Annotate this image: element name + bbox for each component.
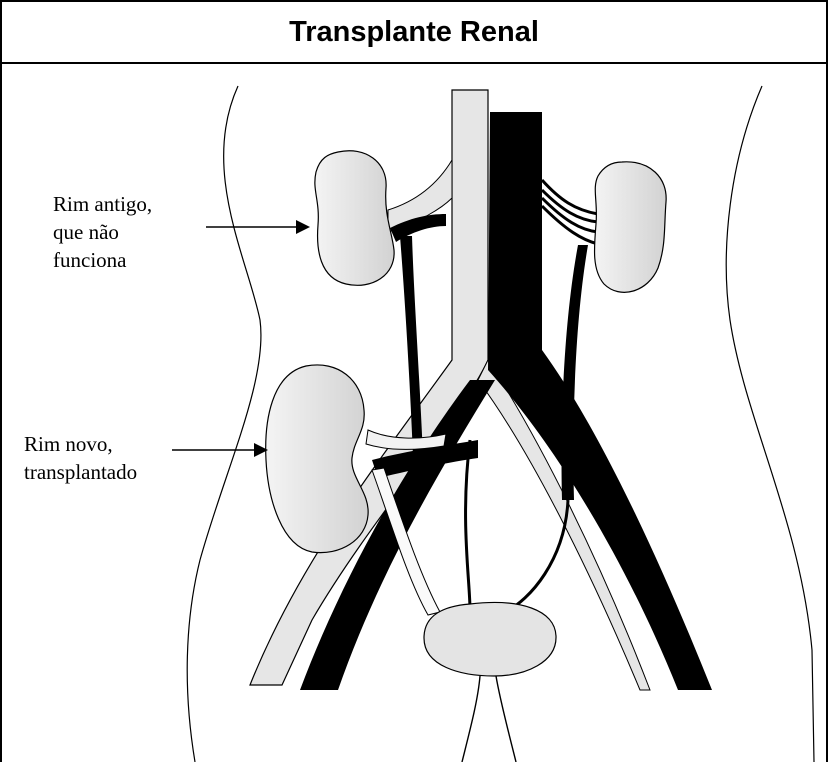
ureter-left-lower bbox=[466, 440, 470, 610]
new-kidney-label-line-2: transplantado bbox=[24, 458, 137, 486]
old-kidney-label-line-1: Rim antigo, bbox=[53, 190, 152, 218]
new-kidney bbox=[266, 365, 368, 553]
old-kidney-left bbox=[315, 151, 394, 286]
arrow-old-kidney bbox=[206, 220, 310, 234]
urethra-right bbox=[496, 676, 516, 762]
ureter-right-lower bbox=[505, 500, 568, 612]
old-kidney-label-line-3: funciona bbox=[53, 246, 152, 274]
anatomy-illustration bbox=[0, 64, 828, 762]
old-kidney-label-line-2: que não bbox=[53, 218, 152, 246]
right-renal-vessels bbox=[542, 180, 598, 244]
body-outline-left bbox=[187, 86, 261, 762]
body-outline-right bbox=[726, 86, 814, 762]
new-kidney-label: Rim novo, transplantado bbox=[24, 430, 137, 486]
diagram-title: Transplante Renal bbox=[0, 0, 828, 64]
new-kidney-label-line-1: Rim novo, bbox=[24, 430, 137, 458]
old-kidney-label: Rim antigo, que não funciona bbox=[53, 190, 152, 274]
arrow-new-kidney bbox=[172, 443, 268, 457]
urethra-left bbox=[462, 676, 480, 762]
old-kidney-right bbox=[594, 162, 666, 292]
bladder bbox=[424, 602, 556, 676]
